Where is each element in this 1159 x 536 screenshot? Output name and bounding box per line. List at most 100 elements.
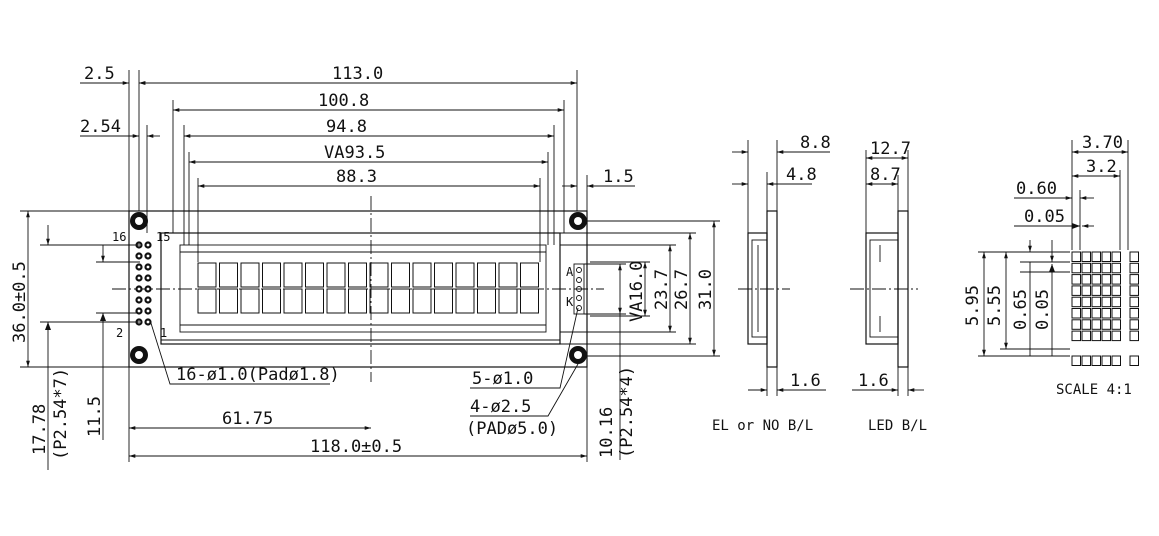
dot [1081,296,1091,308]
character-cell [326,288,346,314]
character-cell [262,262,281,288]
callout-label: 5-ø1.0 [472,369,533,389]
dim-label: 94.8 [326,117,367,137]
character-cell [219,262,238,288]
dim-label: (P2.54*4) [617,366,637,458]
dot [1071,308,1081,319]
dot [1129,330,1139,342]
character-cell [455,262,475,288]
dim-label: 26.7 [672,269,692,310]
dot [1081,308,1091,319]
character-cell [240,262,260,288]
dot [1091,285,1101,296]
view-caption: EL or NO B/L [712,418,813,434]
dot [1071,319,1081,330]
dot [1101,330,1111,342]
pin-label: K [566,295,574,309]
dot [1129,308,1139,319]
dot [1129,285,1139,296]
dot [1129,262,1139,274]
dot [1081,262,1091,274]
dot [1111,274,1121,285]
dot [1129,274,1139,285]
dim-label: 100.8 [318,91,369,111]
character-cell [348,262,367,288]
dim-label: 23.7 [652,269,672,310]
mounting-hole [569,212,587,230]
dim-label: 3.2 [1086,157,1117,177]
character-cell [197,262,217,288]
character-cell [283,288,303,314]
mounting-hole [130,212,148,230]
dot [1101,274,1111,285]
dot [1091,262,1101,274]
dot [1091,296,1101,308]
pin-label: 15 [156,230,170,244]
dot [1091,274,1101,285]
dim-label: (P2.54*7) [51,368,71,460]
dot [1081,274,1091,285]
character-grid [197,262,539,314]
character-cell [283,262,303,288]
dot [1129,319,1139,330]
dim-label: 0.65 [1011,289,1031,330]
dot-matrix-detail: 3.70 3.2 0.60 0.05 5.95 5.55 0.65 0.05 S… [963,133,1139,398]
dim-label: 3.70 [1082,133,1123,153]
pin-label: 2 [116,326,123,340]
character-cell [262,288,281,314]
front-view: 16 15 2 1 A K 2.5 113.0 100.8 2.54 94.8 [10,64,720,470]
character-cell [477,262,496,288]
dot [1111,296,1121,308]
dot [1111,319,1121,330]
dim-label: 1.6 [858,371,889,391]
character-cell [219,288,238,314]
dot [1101,285,1111,296]
dim-label: 61.75 [222,409,273,429]
dot [1071,285,1081,296]
dot [1111,285,1121,296]
dot [1081,251,1091,262]
character-cell [240,288,260,314]
dot [1071,262,1081,274]
pin-label: 1 [160,326,167,340]
character-cell [305,262,324,288]
bezel-outline [160,232,561,345]
dim-label: 1.5 [603,167,634,187]
dim-label: 118.0±0.5 [310,437,402,457]
character-cell [434,288,453,314]
character-cell [455,288,475,314]
dot [1091,330,1101,342]
dot [1111,262,1121,274]
dot [1081,285,1091,296]
side-view-el: 8.8 4.8 1.6 EL or NO B/L [712,133,831,434]
dot [1091,308,1101,319]
side-view-led: 12.7 8.7 1.6 LED B/L [850,139,927,434]
character-cell [391,262,410,288]
dot [1111,251,1121,262]
dot [1091,251,1101,262]
character-cell [498,262,518,288]
character-cell [412,288,432,314]
dot [1091,319,1101,330]
pin-pads [135,241,152,326]
character-cell [520,288,539,314]
character-cell [498,288,518,314]
dot [1071,296,1081,308]
pin-label: 16 [112,230,126,244]
callout-label: (PADø5.0) [466,419,558,439]
viewing-area [179,244,547,333]
dim-label: 31.0 [696,269,716,310]
dim-label: 11.5 [85,396,105,437]
dot [1111,330,1121,342]
mounting-hole [569,346,587,364]
cursor-dot [1091,355,1101,366]
cursor-dot [1071,355,1081,366]
character-cell [326,262,346,288]
dim-label: 1.6 [790,371,821,391]
dot [1071,251,1081,262]
dot [1129,296,1139,308]
dot [1101,319,1111,330]
character-cell [477,288,496,314]
character-cell [369,262,389,288]
